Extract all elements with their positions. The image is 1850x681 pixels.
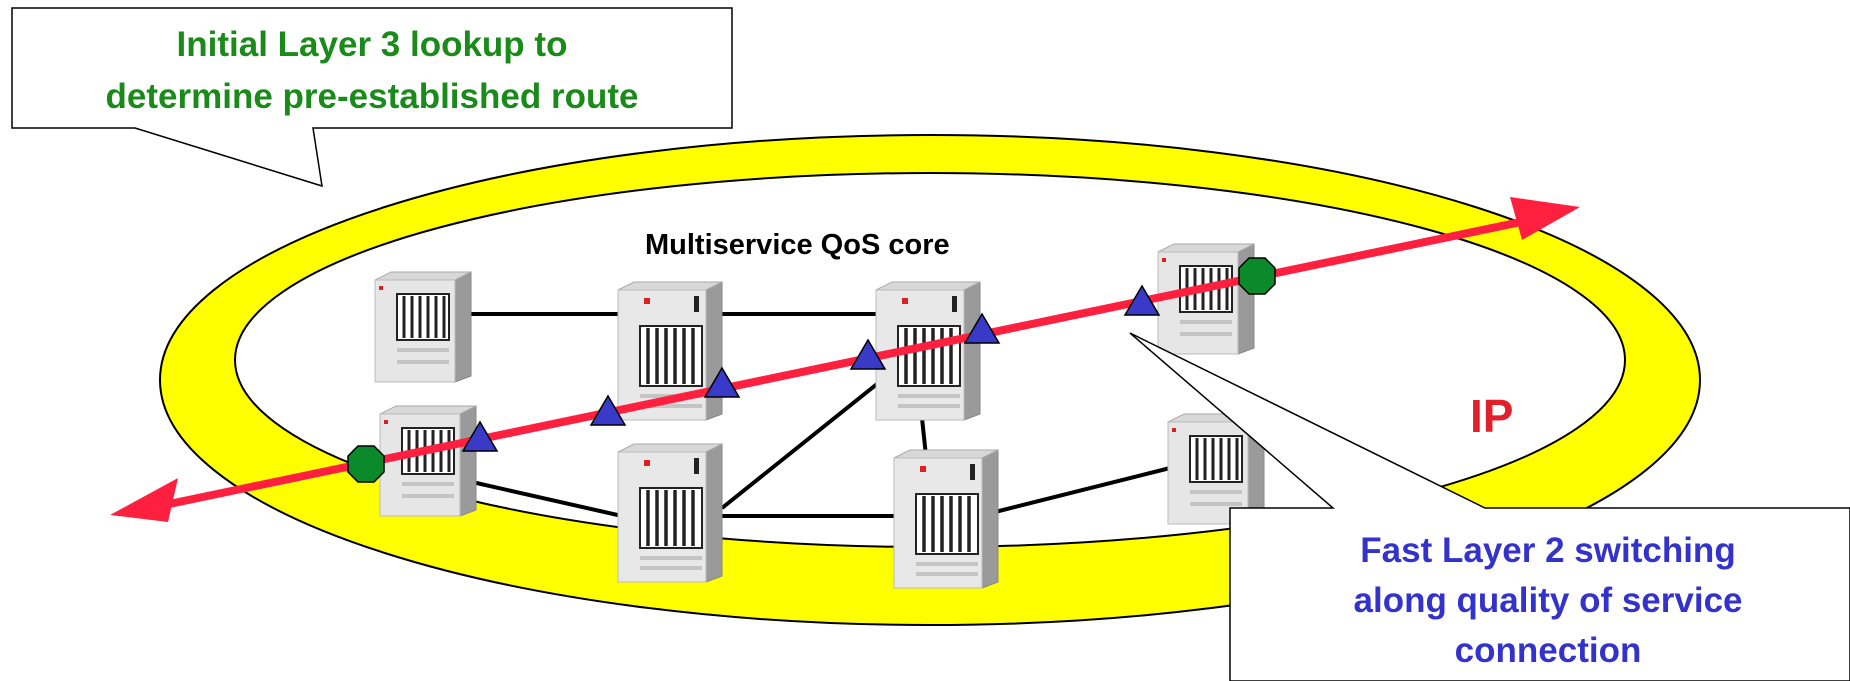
server-icon[interactable] bbox=[373, 270, 473, 384]
link bbox=[994, 466, 1171, 514]
callout-bottom-line1: Fast Layer 2 switching bbox=[1360, 531, 1735, 570]
callout-top-line2: determine pre-established route bbox=[106, 77, 639, 116]
link bbox=[720, 370, 894, 510]
ip-ring bbox=[158, 134, 1702, 626]
switch-chassis-icon[interactable] bbox=[616, 442, 724, 584]
callout-bottom: Fast Layer 2 switching along quality of … bbox=[1129, 332, 1850, 681]
link bbox=[471, 480, 623, 518]
callout-bottom-line2: along quality of service bbox=[1354, 581, 1743, 620]
octagon-marker bbox=[1238, 257, 1276, 295]
core-label: Multiservice QoS core bbox=[645, 229, 950, 261]
switch-chassis-icon[interactable] bbox=[892, 448, 1000, 590]
network-links bbox=[468, 312, 1171, 518]
server-icon[interactable] bbox=[1156, 242, 1256, 356]
callout-bottom-line3: connection bbox=[1455, 631, 1642, 670]
octagon-marker bbox=[347, 445, 385, 483]
callout-top-line1: Initial Layer 3 lookup to bbox=[177, 25, 568, 64]
ip-label: IP bbox=[1470, 390, 1513, 442]
callout-top: Initial Layer 3 lookup to determine pre-… bbox=[11, 7, 733, 188]
